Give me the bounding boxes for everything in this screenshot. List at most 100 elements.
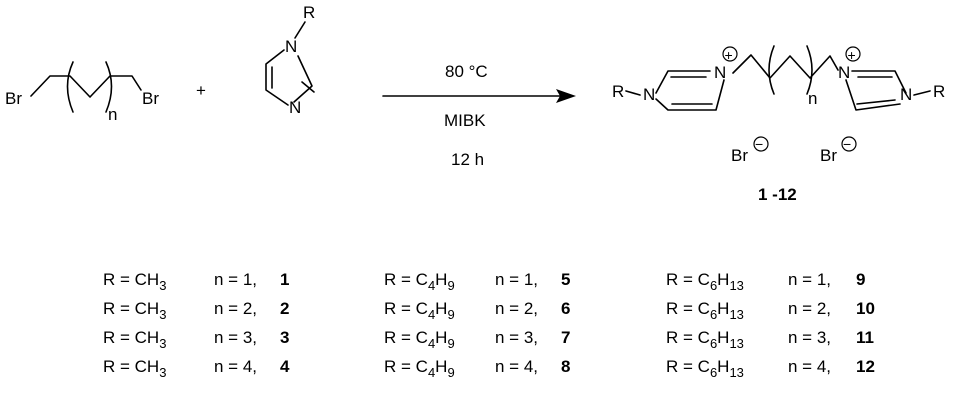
product-r-right-bond (913, 90, 931, 96)
r-formula-subscript-2: 9 (447, 278, 454, 293)
reactant1-chain-bonds (30, 75, 142, 98)
table-n-value: n = 1, (495, 270, 538, 289)
product-repeat-bracket-right (806, 45, 813, 95)
table-compound-number: 7 (561, 328, 570, 347)
r-formula-subscript-2: 9 (447, 336, 454, 351)
r-formula-hydrogen: H (435, 270, 447, 289)
reactant-dibromoalkane: Br n Br (5, 61, 159, 124)
table-n-value: n = 3, (788, 328, 831, 347)
product-right-ring-bonds (845, 70, 907, 111)
product-charge-left: + (722, 46, 738, 63)
plus-sign: + (196, 81, 206, 100)
reactant2-ring-bonds (265, 49, 313, 106)
reactant2-r: R (303, 3, 315, 22)
r-formula-prefix: R = C (384, 270, 428, 289)
r-formula-subscript: 3 (159, 278, 166, 293)
product-r-right: R (933, 82, 945, 101)
product-n-right-cation: N (838, 63, 850, 82)
charge-plus-left-text: + (725, 47, 733, 63)
product-left-ring-bonds (655, 70, 725, 111)
table-r-formula: R = C4H9 (384, 299, 455, 322)
table-n-value: n = 4, (495, 357, 538, 376)
condition-solvent: MIBK (444, 111, 486, 130)
r-formula-subscript: 3 (159, 336, 166, 351)
r-formula-prefix: R = C (666, 357, 710, 376)
r-formula-subscript: 4 (428, 336, 435, 351)
table-n-value: n = 1, (214, 270, 257, 289)
product-n-left-cation: N (714, 63, 726, 82)
r-formula-prefix: R = C (384, 299, 428, 318)
r-formula-subscript: 6 (710, 336, 717, 351)
r-formula-prefix: R = C (666, 328, 710, 347)
product-compound-range: 1 -12 (758, 185, 797, 204)
r-formula-prefix: R = C (666, 299, 710, 318)
product-r-left-bond (625, 90, 641, 96)
product-repeat-bracket-left (768, 45, 775, 95)
table-n-value: n = 1, (788, 270, 831, 289)
r-formula-subscript: 4 (428, 365, 435, 380)
r-formula-subscript: 6 (710, 365, 717, 380)
product-linker-bonds (732, 54, 839, 79)
r-formula-subscript: 4 (428, 278, 435, 293)
reactant1-br-right: Br (142, 89, 159, 108)
r-formula-subscript-2: 13 (729, 278, 743, 293)
table-compound-number: 1 (280, 270, 289, 289)
r-formula-subscript-2: 13 (729, 307, 743, 322)
product-counterion-1: Br (731, 146, 748, 165)
table-n-value: n = 2, (788, 299, 831, 318)
reactant1-repeat-bracket-right (105, 61, 113, 113)
r-formula-prefix: R = C (384, 328, 428, 347)
r-formula-subscript-2: 9 (447, 365, 454, 380)
reactant2-n3: N (289, 98, 301, 117)
charge-plus-right-text: + (848, 47, 856, 63)
r-formula-hydrogen: H (717, 357, 729, 376)
r-formula-prefix: R = CH (103, 270, 159, 289)
product-n-left-alkyl: N (643, 85, 655, 104)
table-n-value: n = 3, (495, 328, 538, 347)
table-r-formula: R = C6H13 (666, 328, 744, 351)
r-formula-subscript: 6 (710, 307, 717, 322)
table-n-value: n = 4, (214, 357, 257, 376)
reactant1-subscript-n: n (108, 105, 117, 124)
table-r-formula: R = C4H9 (384, 270, 455, 293)
table-n-value: n = 4, (788, 357, 831, 376)
table-r-formula: R = C6H13 (666, 299, 744, 322)
table-r-formula: R = CH3 (103, 328, 166, 351)
condition-time: 12 h (451, 150, 484, 169)
table-compound-number: 2 (280, 299, 289, 318)
table-compound-number: 3 (280, 328, 289, 347)
table-n-value: n = 3, (214, 328, 257, 347)
table-r-formula: R = C4H9 (384, 328, 455, 351)
product-charge-right: + (845, 46, 861, 63)
r-formula-subscript-2: 13 (729, 336, 743, 351)
product-counterion-2: Br (820, 146, 837, 165)
table-r-formula: R = CH3 (103, 357, 166, 380)
product-anion-charge-1: − (753, 136, 769, 152)
r-formula-hydrogen: H (717, 299, 729, 318)
product-anion-charge-2: − (841, 136, 857, 152)
table-compound-number: 5 (561, 270, 570, 289)
r-formula-hydrogen: H (717, 270, 729, 289)
table-r-formula: R = C4H9 (384, 357, 455, 380)
product-subscript-n: n (808, 89, 817, 108)
r-formula-hydrogen: H (435, 299, 447, 318)
r-formula-subscript-2: 9 (447, 307, 454, 322)
table-r-formula: R = CH3 (103, 299, 166, 322)
r-formula-subscript-2: 13 (729, 365, 743, 380)
table-compound-number: 6 (561, 299, 570, 318)
r-formula-prefix: R = CH (103, 357, 159, 376)
product-right-double-bond-bottom (856, 99, 896, 105)
table-r-formula: R = CH3 (103, 270, 166, 293)
product-n-right-alkyl: N (900, 85, 912, 104)
r-formula-prefix: R = C (666, 270, 710, 289)
reaction-arrow-group: 80 °C MIBK 12 h (382, 62, 576, 169)
reaction-arrow-head (556, 89, 576, 103)
table-r-formula: R = C6H13 (666, 270, 744, 293)
r-formula-hydrogen: H (717, 328, 729, 347)
charge-minus-2-text: − (843, 136, 851, 152)
reactant2-r-bond (294, 21, 306, 39)
r-formula-subscript: 4 (428, 307, 435, 322)
r-formula-subscript: 3 (159, 307, 166, 322)
